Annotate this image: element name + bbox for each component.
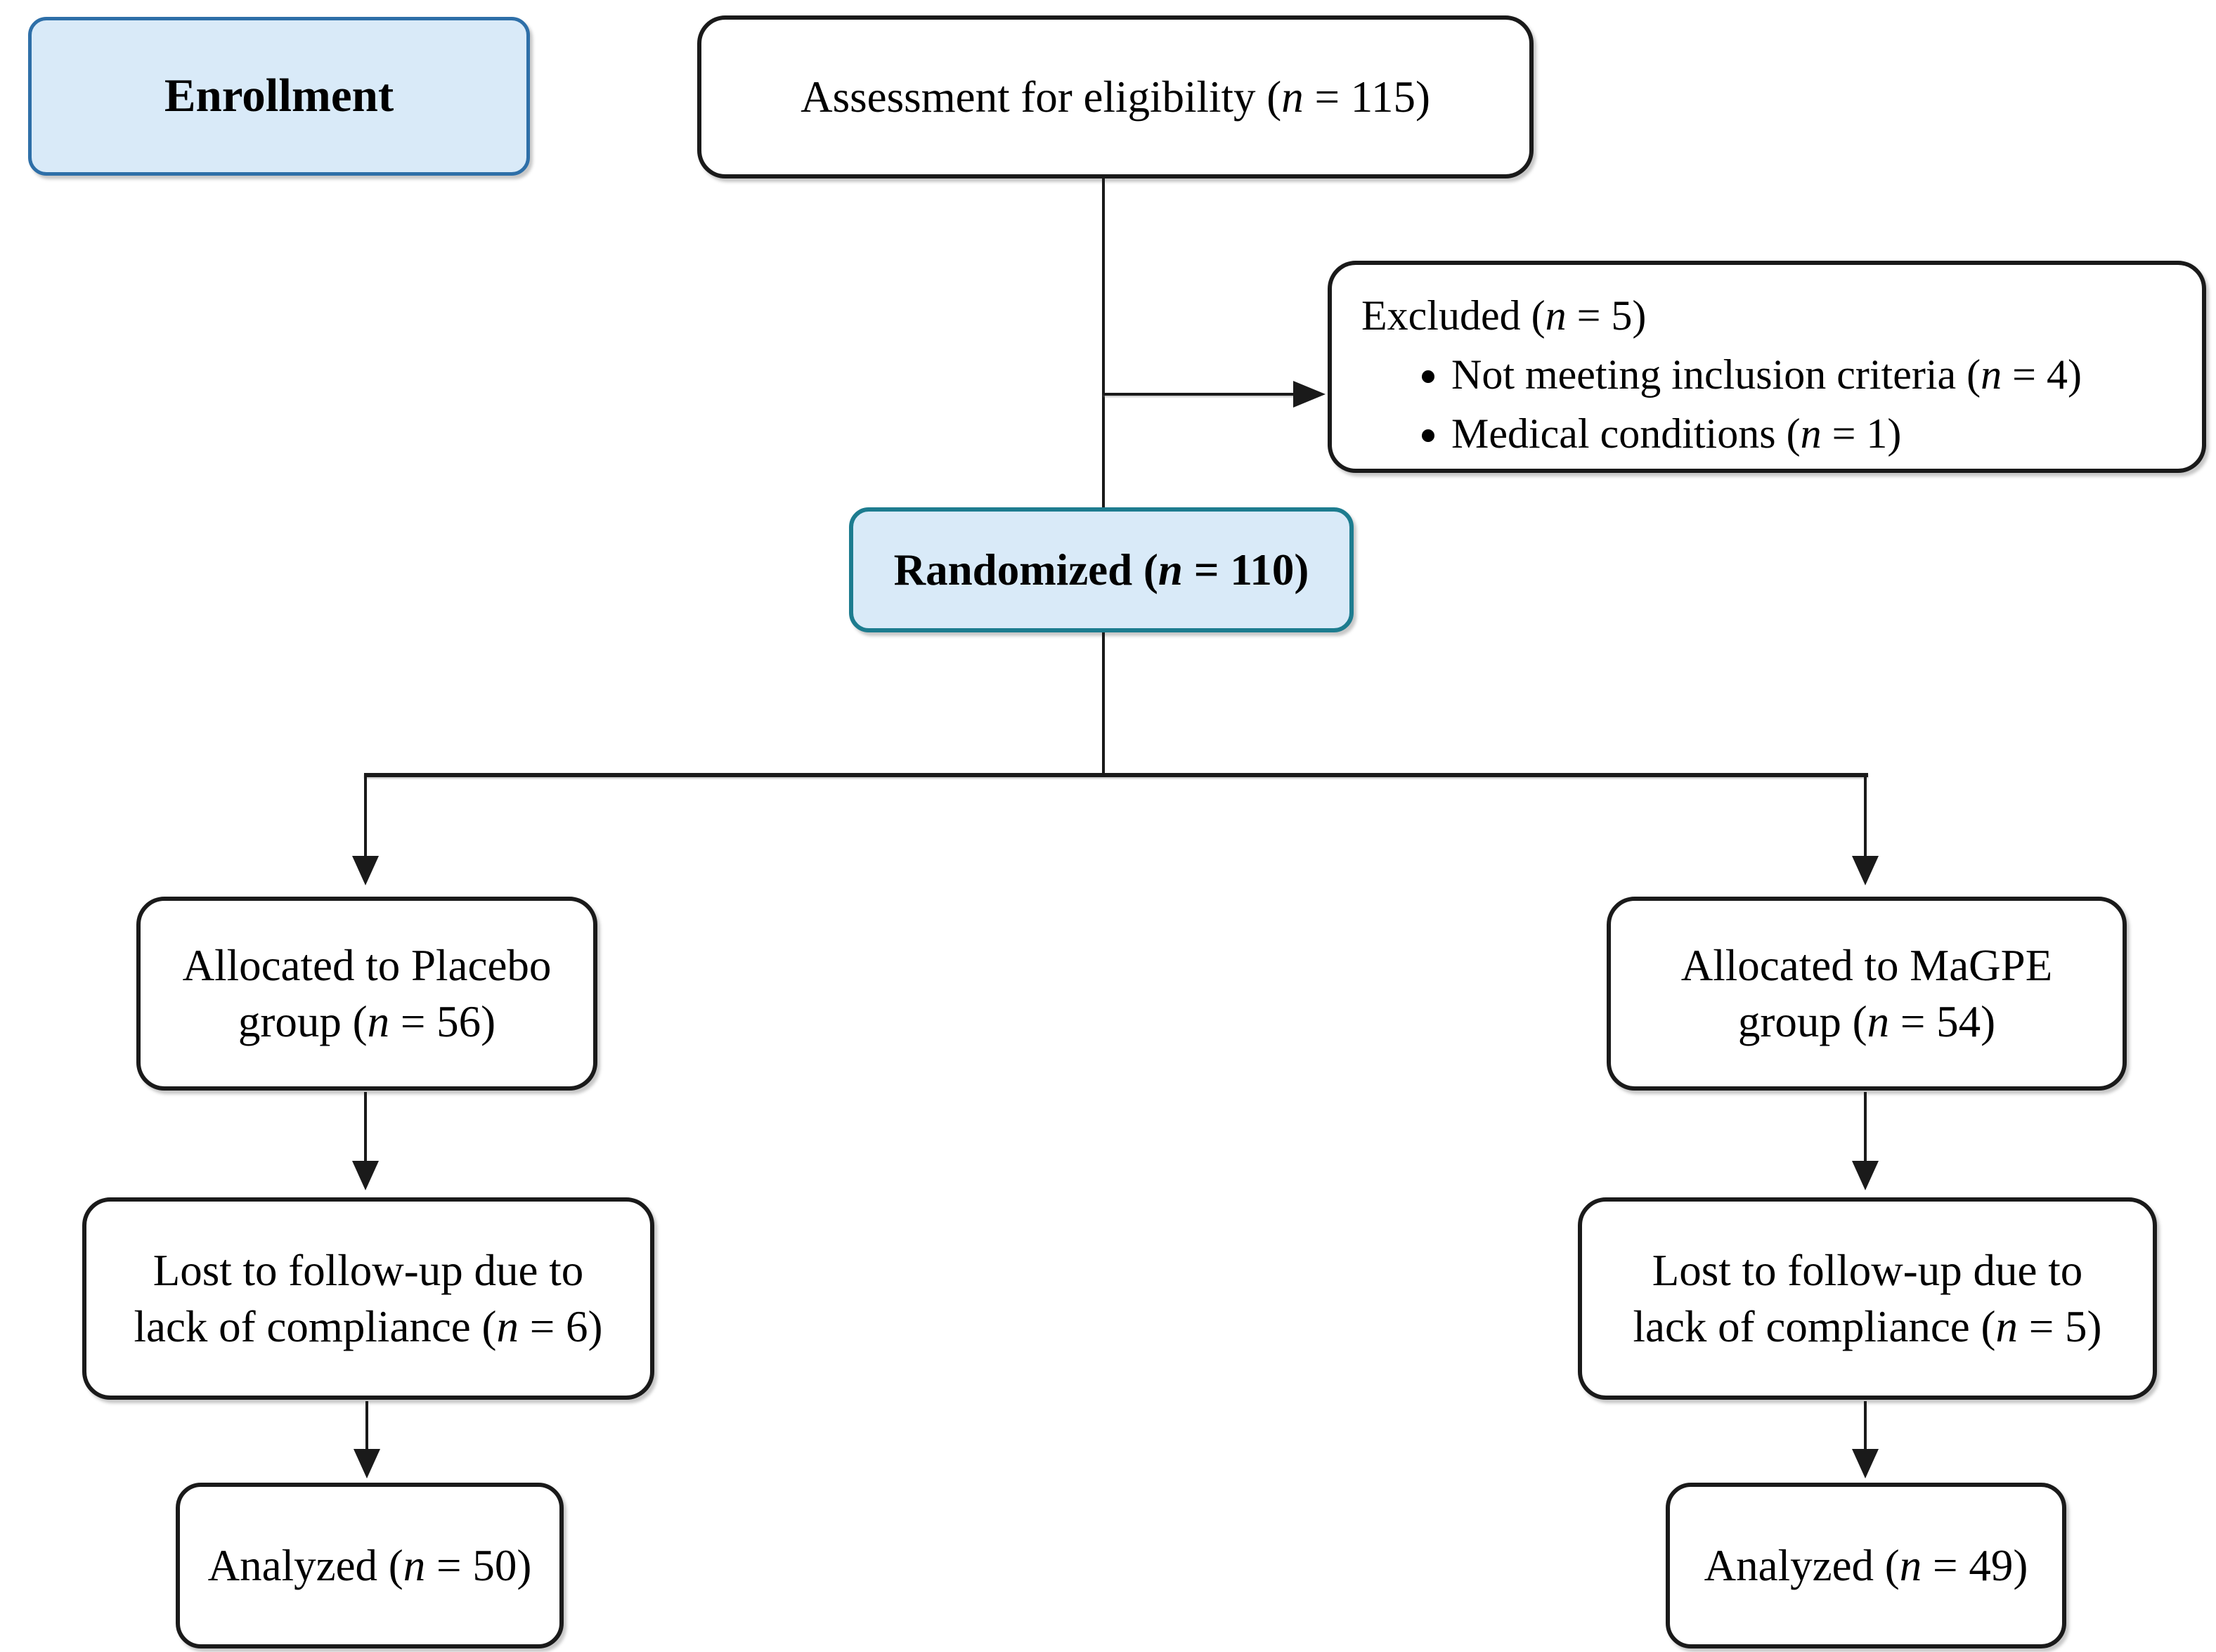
label-segment: = 4) — [2002, 351, 2082, 398]
down-arrowhead-placebo-analyzed-icon — [354, 1449, 380, 1478]
lost-followup-magpe-label: Lost to follow-up due to lack of complian… — [1633, 1242, 2101, 1355]
label-segment: Enrollment — [164, 70, 394, 122]
label-segment: = 50) — [425, 1541, 532, 1590]
analyzed-magpe-label: Analyzed (n = 49) — [1704, 1537, 2028, 1594]
label-segment: = 49) — [1922, 1541, 2028, 1590]
label-segment: Allocated to Placebo — [182, 941, 552, 990]
analyzed-placebo-label: Analyzed (n = 50) — [208, 1537, 532, 1594]
connector-magpe-to-lost — [1864, 1092, 1867, 1164]
label-segment: Analyzed ( — [1704, 1541, 1900, 1590]
label-segment: = 6) — [518, 1302, 603, 1351]
label-segment: n — [1281, 72, 1304, 122]
label-segment: Allocated to MaGPE — [1680, 941, 2053, 990]
excluded-box: Excluded (n = 5) Not meeting inclusion c… — [1328, 261, 2206, 473]
allocated-magpe-box: Allocated to MaGPE group (n = 54) — [1607, 897, 2127, 1091]
label-segment: Lost to follow-up due to — [1652, 1246, 2083, 1295]
excluded-title: Excluded (n = 5) — [1361, 286, 1646, 345]
allocated-placebo-box: Allocated to Placebo group (n = 56) — [136, 897, 597, 1091]
assessment-eligibility-box: Assessment for eligibility (n = 115) — [697, 15, 1534, 178]
connector-branch-to-placebo — [364, 776, 367, 857]
enrollment-stage-box: Enrollment — [28, 17, 530, 176]
down-arrowhead-magpe-icon — [1852, 856, 1879, 885]
label-segment: Lost to follow-up due to — [153, 1246, 584, 1295]
label-segment: = 115) — [1303, 72, 1430, 122]
label-segment: = 1) — [1821, 410, 1902, 457]
label-segment: Randomized ( — [893, 545, 1158, 594]
label-segment: n — [1867, 997, 1890, 1046]
down-arrowhead-placebo-lost-icon — [352, 1161, 379, 1190]
label-segment: Excluded ( — [1361, 292, 1546, 339]
label-segment: Assessment for eligibility ( — [801, 72, 1282, 122]
lost-followup-placebo-box: Lost to follow-up due to lack of complian… — [82, 1197, 654, 1400]
down-arrowhead-magpe-analyzed-icon — [1852, 1449, 1879, 1478]
label-segment: n — [1800, 410, 1822, 457]
label-segment: n — [1995, 1302, 2018, 1351]
allocated-magpe-label: Allocated to MaGPE group (n = 54) — [1681, 937, 2052, 1050]
label-segment: n — [496, 1302, 519, 1351]
down-arrowhead-placebo-icon — [352, 856, 379, 885]
connector-placebo-to-lost — [364, 1092, 367, 1164]
branch-horizontal-line — [364, 773, 1868, 777]
label-segment: lack of compliance ( — [1633, 1302, 1996, 1351]
randomized-label: Randomized (n = 110) — [894, 542, 1309, 598]
label-segment: Not meeting inclusion criteria ( — [1451, 351, 1981, 398]
lost-followup-magpe-box: Lost to follow-up due to lack of complian… — [1578, 1197, 2157, 1400]
connector-placebo-to-analyzed — [365, 1401, 368, 1452]
label-segment: = 110) — [1182, 545, 1309, 594]
label-segment: Medical conditions ( — [1451, 410, 1801, 457]
label-segment: group ( — [238, 997, 368, 1046]
label-segment: n — [403, 1541, 426, 1590]
label-segment: Analyzed ( — [207, 1541, 403, 1590]
assessment-eligibility-label: Assessment for eligibility (n = 115) — [801, 69, 1430, 125]
label-segment: = 56) — [389, 997, 496, 1046]
lost-followup-placebo-label: Lost to follow-up due to lack of complian… — [134, 1242, 602, 1355]
label-segment: n — [1981, 351, 2002, 398]
connector-magpe-to-analyzed — [1864, 1401, 1867, 1452]
excluded-bullet-list: Not meeting inclusion criteria (n = 4) M… — [1361, 345, 2082, 463]
label-segment: n — [1899, 1541, 1922, 1590]
connector-assessment-to-randomized — [1102, 178, 1105, 507]
label-segment: n — [1158, 545, 1183, 594]
label-segment: n — [1545, 292, 1567, 339]
randomized-box: Randomized (n = 110) — [849, 507, 1354, 632]
connector-branch-to-magpe — [1864, 776, 1867, 857]
label-segment: n — [367, 997, 390, 1046]
connector-to-excluded — [1103, 393, 1295, 396]
label-segment: = 5) — [2017, 1302, 2102, 1351]
excluded-bullet-medical-conditions: Medical conditions (n = 1) — [1451, 404, 2082, 463]
analyzed-placebo-box: Analyzed (n = 50) — [176, 1483, 564, 1648]
analyzed-magpe-box: Analyzed (n = 49) — [1666, 1483, 2066, 1648]
label-segment: = 54) — [1889, 997, 1996, 1046]
label-segment: lack of compliance ( — [134, 1302, 497, 1351]
down-arrowhead-magpe-lost-icon — [1852, 1161, 1879, 1190]
connector-randomized-to-branch — [1102, 632, 1105, 774]
excluded-bullet-inclusion-criteria: Not meeting inclusion criteria (n = 4) — [1451, 345, 2082, 404]
label-segment: group ( — [1737, 997, 1867, 1046]
allocated-placebo-label: Allocated to Placebo group (n = 56) — [183, 937, 552, 1050]
enrollment-stage-label: Enrollment — [164, 66, 394, 126]
right-arrowhead-excluded-icon — [1293, 381, 1326, 408]
label-segment: = 5) — [1566, 292, 1647, 339]
